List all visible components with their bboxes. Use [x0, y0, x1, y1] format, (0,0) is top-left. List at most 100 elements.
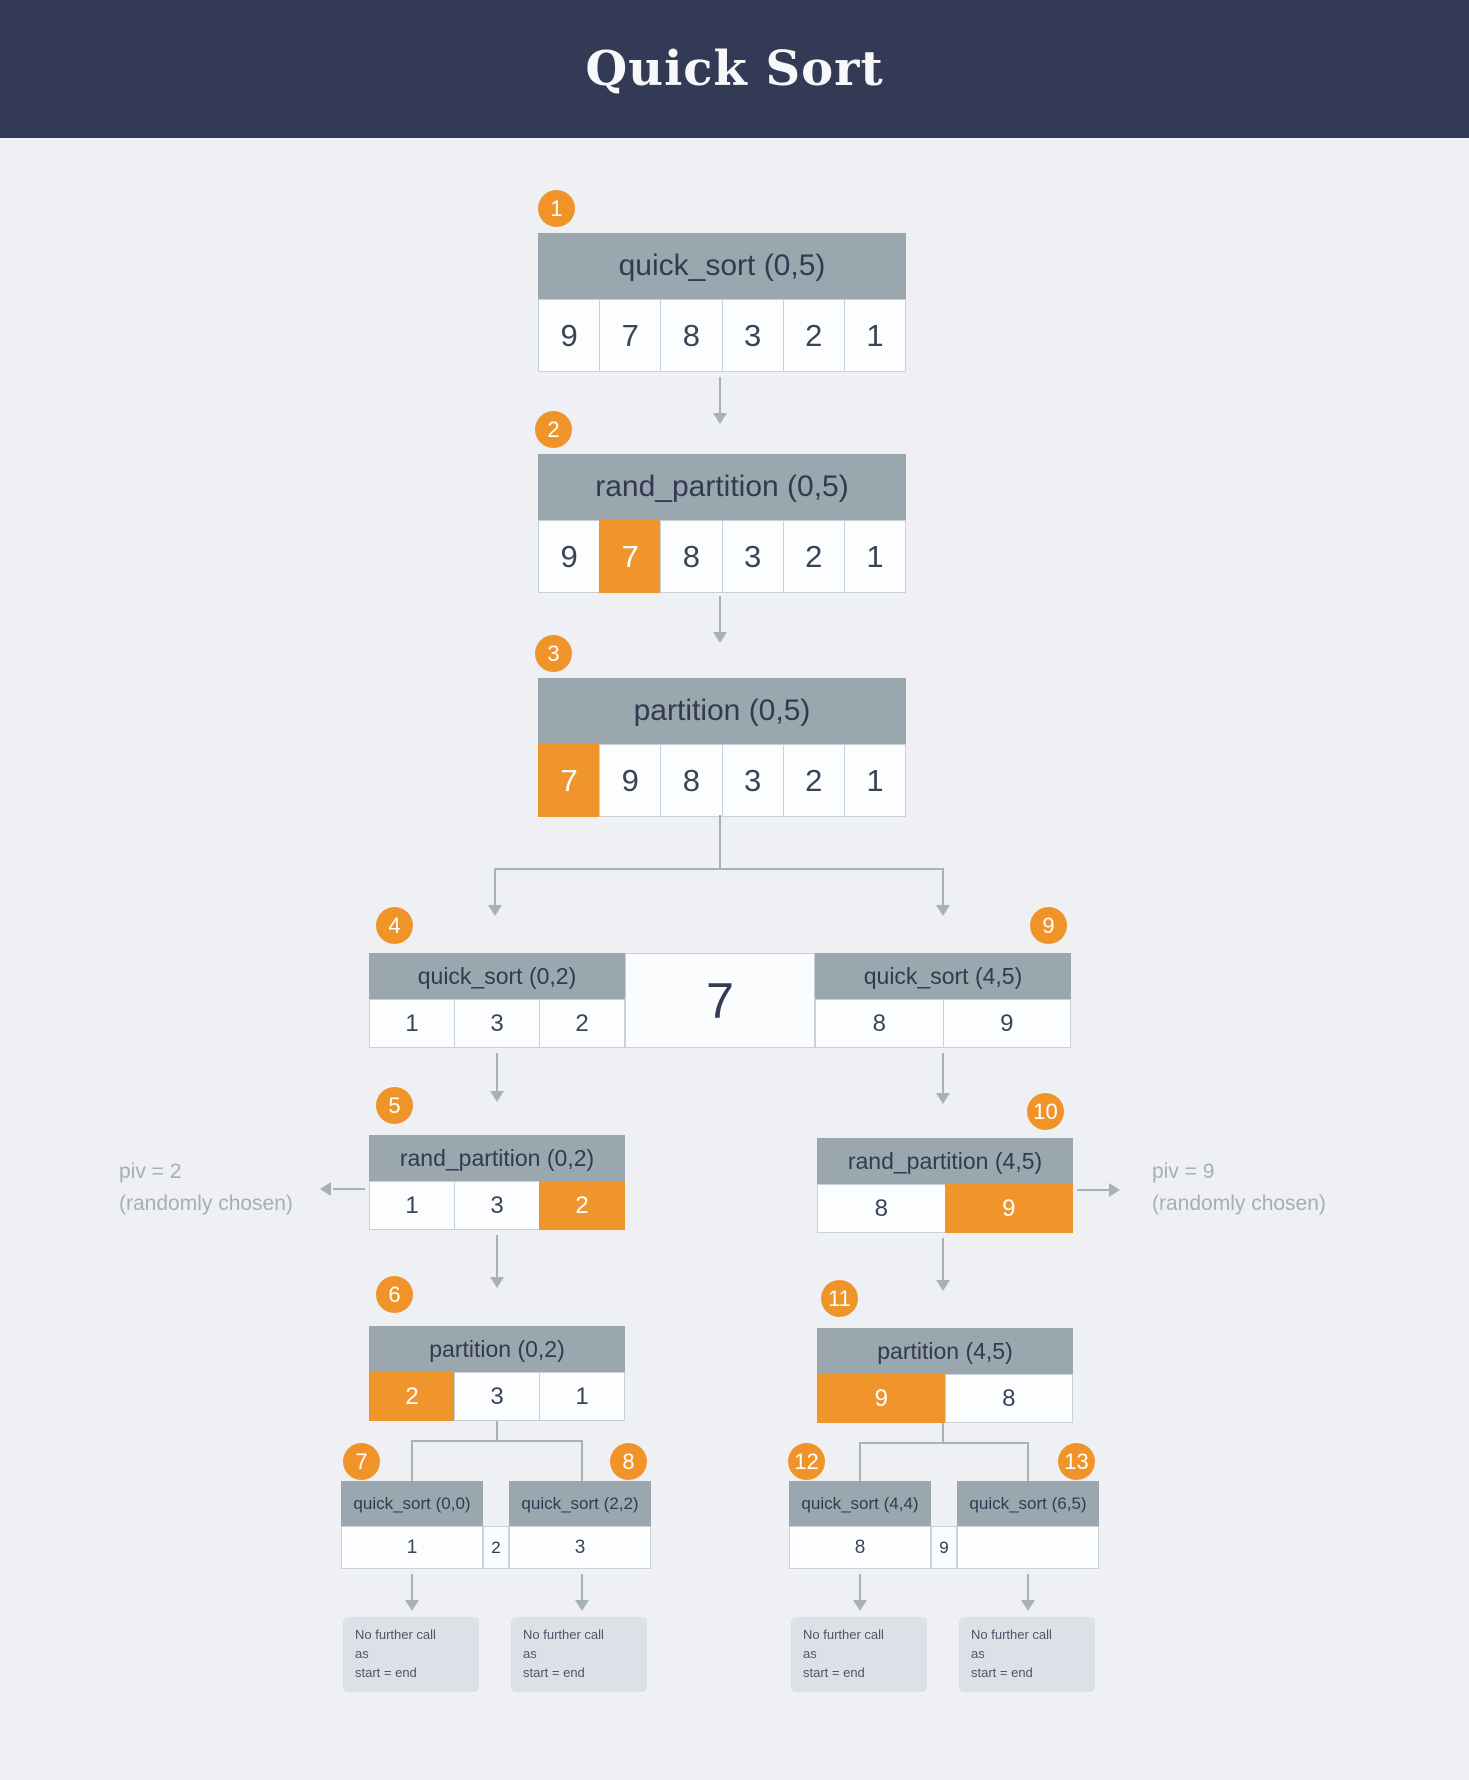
array-cell: 2: [782, 299, 845, 372]
arrowhead-down-icon: [575, 1600, 589, 1611]
array-cell: 9: [942, 999, 1071, 1048]
connector: [942, 1238, 944, 1280]
pivot-annotation-right: piv = 9 (randomly chosen): [1152, 1156, 1326, 1219]
array-cell-pivot: 2: [539, 1181, 625, 1230]
array-cell: 8: [944, 1374, 1073, 1423]
arrowhead-down-icon: [936, 905, 950, 916]
array-cell: 3: [721, 299, 784, 372]
array-cell: 2: [782, 520, 845, 593]
node-10-label: rand_partition (4,5): [817, 1138, 1073, 1184]
array-cell: 1: [369, 1181, 455, 1230]
node-13-array: [957, 1526, 1099, 1569]
arrowhead-down-icon: [936, 1280, 950, 1291]
connector: [411, 1440, 583, 1442]
node-1-label: quick_sort (0,5): [538, 233, 906, 299]
node-12-array: 8: [789, 1526, 931, 1569]
connector: [1027, 1574, 1029, 1600]
array-cell-pivot: 2: [369, 1372, 455, 1421]
connector: [942, 1423, 944, 1443]
connector: [942, 868, 944, 905]
note-line: start = end: [355, 1664, 417, 1680]
arrowhead-down-icon: [713, 632, 727, 643]
array-cell: 9: [538, 520, 601, 593]
node-5-label: rand_partition (0,2): [369, 1135, 625, 1181]
array-cell: 3: [721, 744, 784, 817]
connector: [859, 1574, 861, 1600]
array-cell: 1: [843, 299, 907, 372]
note-line: start = end: [803, 1664, 865, 1680]
step-badge-11: 11: [821, 1280, 858, 1317]
arrowhead-right-icon: [1109, 1183, 1120, 1197]
note-line: No further call: [971, 1627, 1052, 1642]
note-line: as: [523, 1645, 537, 1661]
connector: [581, 1574, 583, 1600]
connector: [859, 1442, 861, 1481]
arrowhead-left-icon: [320, 1182, 331, 1196]
connector: [496, 1421, 498, 1441]
array-cell: 1: [843, 520, 907, 593]
array-cell: 2: [782, 744, 845, 817]
array-cell: 8: [815, 999, 944, 1048]
connector: [494, 868, 496, 905]
connector: [719, 596, 721, 632]
array-cell: 3: [454, 1181, 540, 1230]
no-further-call-note-2: No further call as start = end: [511, 1617, 647, 1692]
array-cell: 3: [454, 1372, 540, 1421]
connector: [719, 815, 721, 868]
node-2-label: rand_partition (0,5): [538, 454, 906, 520]
step-badge-2: 2: [535, 411, 572, 448]
arrowhead-down-icon: [713, 413, 727, 424]
array-cell: 3: [454, 999, 540, 1048]
note-line: No further call: [803, 1627, 884, 1642]
annotation-line-1: piv = 2: [119, 1160, 182, 1183]
connector: [719, 377, 721, 413]
no-further-call-note-3: No further call as start = end: [791, 1617, 927, 1692]
step-badge-13: 13: [1058, 1443, 1095, 1480]
node-13-quick-sort-6-5: quick_sort (6,5): [957, 1481, 1099, 1569]
connector: [411, 1440, 413, 1481]
no-further-call-note-1: No further call as start = end: [343, 1617, 479, 1692]
node-9-label: quick_sort (4,5): [815, 953, 1071, 999]
connector: [411, 1574, 413, 1600]
connector: [496, 1053, 498, 1091]
array-cell: 2: [539, 999, 625, 1048]
node-12-label: quick_sort (4,4): [789, 1481, 931, 1526]
step-badge-7: 7: [343, 1443, 380, 1480]
connector: [859, 1442, 1029, 1444]
arrowhead-down-icon: [405, 1600, 419, 1611]
array-cell: 3: [509, 1526, 651, 1569]
annotation-line-1: piv = 9: [1152, 1160, 1215, 1183]
node-8-quick-sort-2-2: quick_sort (2,2) 3: [509, 1481, 651, 1569]
node-11-label: partition (4,5): [817, 1328, 1073, 1374]
array-cell-pivot: 7: [538, 744, 601, 817]
pivot-value-left: 2: [483, 1526, 509, 1569]
array-cell-pivot: 9: [944, 1184, 1073, 1233]
note-line: as: [355, 1645, 369, 1661]
array-cell: 8: [660, 520, 723, 593]
connector: [494, 868, 944, 870]
note-line: start = end: [523, 1664, 585, 1680]
step-badge-1: 1: [538, 190, 575, 227]
arrowhead-down-icon: [853, 1600, 867, 1611]
array-cell: 1: [369, 999, 455, 1048]
array-cell: 7: [599, 299, 662, 372]
annotation-line-2: (randomly chosen): [1152, 1191, 1326, 1215]
node-7-array: 1: [341, 1526, 483, 1569]
connector: [581, 1440, 583, 1481]
connector: [333, 1188, 365, 1190]
note-line: No further call: [523, 1627, 604, 1642]
array-cell: 8: [817, 1184, 946, 1233]
node-6-label: partition (0,2): [369, 1326, 625, 1372]
